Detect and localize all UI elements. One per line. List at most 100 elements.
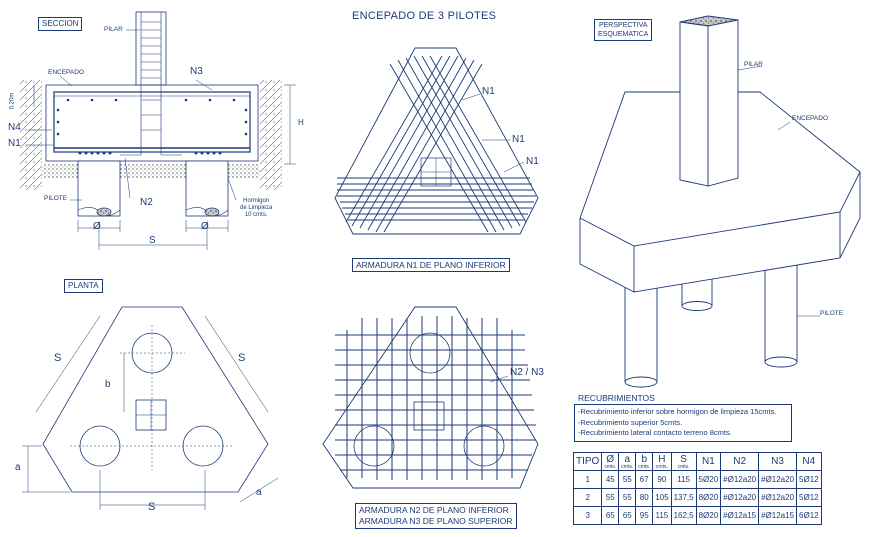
- n1-label-b: N1: [512, 134, 525, 145]
- label-planta: PLANTA: [64, 279, 103, 293]
- armadura-n1-drawing: [334, 47, 539, 235]
- encepado-section: [45, 84, 259, 162]
- label-perspectiva-line2: ESQUEMATICA: [598, 31, 649, 38]
- recubrimientos-title: RECUBRIMIENTOS: [578, 393, 655, 403]
- n2-n3-label: N2 / N3: [510, 367, 544, 378]
- table-cell: 55: [618, 470, 637, 489]
- hormigon-line1: Hormigon: [243, 198, 270, 204]
- table-cell: 1: [572, 470, 603, 489]
- section-label-n3: N3: [190, 66, 203, 77]
- table-row: 1 45 55 67 90 115 5Ø20 #Ø12a20 #Ø12a20 5…: [572, 470, 822, 489]
- table-header: N4: [796, 452, 822, 471]
- pilote-right-section: [185, 160, 229, 217]
- table-row: 2 55 55 80 105 137,5 8Ø20 #Ø12a20 #Ø12a2…: [572, 488, 822, 507]
- table-cell: 115: [652, 506, 672, 525]
- plan-outline: [42, 306, 269, 493]
- table-cell: 6Ø12: [796, 506, 822, 525]
- table-cell: 2: [572, 488, 603, 507]
- section-label-pilote: PILOTE: [44, 195, 68, 202]
- label-armadura-n3: ARMADURA N3 DE PLANO SUPERIOR: [359, 516, 513, 526]
- n1-label-a: N1: [482, 86, 495, 97]
- table-cell: #Ø12a20: [720, 488, 760, 507]
- drawing-title: ENCEPADO DE 3 PILOTES: [352, 10, 497, 22]
- persp-label-pilar: PILAR: [744, 61, 763, 68]
- plan-label-s-left: S: [54, 352, 62, 364]
- hormigon-line3: 10 cmts.: [244, 212, 268, 218]
- plan-label-s-bottom: S: [148, 501, 156, 513]
- table-cell: 55: [601, 488, 620, 507]
- table-cell: 8Ø20: [695, 488, 722, 507]
- table-cell: 115: [670, 470, 697, 489]
- plan-label-a-bottom: a: [256, 487, 262, 498]
- pilar-section: [135, 11, 167, 86]
- plan-label-b: b: [105, 379, 111, 390]
- section-label-pilar: PILAR: [104, 26, 123, 33]
- label-armadura-n1: ARMADURA N1 DE PLANO INFERIOR: [352, 258, 510, 272]
- table-cell: 80: [635, 488, 654, 507]
- plan-view: [22, 306, 279, 510]
- persp-label-pilote: PILOTE: [820, 310, 844, 317]
- recub-item: -Recubrimiento lateral contacto terreno …: [578, 428, 732, 437]
- table-cell: #Ø12a20: [758, 488, 798, 507]
- section-label-h: H: [298, 118, 304, 127]
- table-cell: 5Ø12: [796, 470, 822, 489]
- table-cell: 55: [618, 488, 637, 507]
- table-header: N3: [758, 452, 798, 471]
- table-cell: 105: [652, 488, 672, 507]
- table-cell: 137,5: [670, 488, 697, 507]
- label-perspectiva: PERSPECTIVA ESQUEMATICA: [594, 19, 653, 41]
- perspective-column: [679, 15, 739, 187]
- label-seccion: SECCION: [38, 17, 83, 31]
- perspective-view: [579, 15, 861, 388]
- plan-label-a-left: a: [15, 462, 21, 473]
- section-label-phi-right: Ø: [201, 221, 209, 232]
- table-cell: 8Ø20: [695, 506, 722, 525]
- table-header: N1: [695, 452, 722, 471]
- table-row: 3 65 65 95 115 162,5 8Ø20 #Ø12a15 #Ø12a1…: [572, 506, 822, 525]
- section-view: [20, 11, 296, 250]
- hormigon-line2: de Limpieza: [240, 205, 273, 211]
- table-cell: #Ø12a15: [720, 506, 760, 525]
- section-label-n4: N4: [8, 122, 21, 133]
- label-armadura-n2: ARMADURA N2 DE PLANO INFERIOR: [359, 505, 509, 515]
- table-cell: 67: [635, 470, 654, 489]
- armadura-n2-n3-drawing: [322, 306, 539, 489]
- table-cell: 65: [601, 506, 620, 525]
- section-label-encepado: ENCEPADO: [48, 69, 84, 76]
- persp-label-encepado: ENCEPADO: [792, 115, 828, 122]
- section-label-phi-left: Ø: [93, 221, 101, 232]
- table-cell: 162,5: [670, 506, 697, 525]
- table-cell: 5Ø20: [695, 470, 722, 489]
- table-header: N2: [720, 452, 760, 471]
- n1-label-c: N1: [526, 156, 539, 167]
- table-cell: #Ø12a20: [720, 470, 760, 489]
- table-cell: #Ø12a15: [758, 506, 798, 525]
- table-cell: 5Ø12: [796, 488, 822, 507]
- table-cell: #Ø12a20: [758, 470, 798, 489]
- section-label-n1: N1: [8, 138, 21, 149]
- label-armadura-n2-n3: ARMADURA N2 DE PLANO INFERIOR ARMADURA N…: [355, 503, 517, 529]
- table-cell: 45: [601, 470, 620, 489]
- section-label-s: S: [149, 235, 156, 246]
- section-label-hormigon: Hormigon de Limpieza 10 cmts.: [240, 198, 272, 219]
- pilote-left-section: [77, 160, 121, 217]
- plan-label-s-right: S: [238, 352, 246, 364]
- recubrimientos-list: -Recubrimiento inferior sobre hormigon d…: [574, 404, 792, 442]
- recub-item: -Recubrimiento superior 5cmts.: [578, 417, 683, 427]
- recub-item: -Recubrimiento inferior sobre hormigon d…: [578, 407, 777, 416]
- table-cell: 3: [572, 506, 603, 525]
- section-label-n2: N2: [140, 197, 153, 208]
- section-label-020: 0.20m: [9, 92, 16, 110]
- perspective-footing: [579, 91, 861, 293]
- table-cell: 90: [652, 470, 672, 489]
- table-cell: 65: [618, 506, 637, 525]
- table-header: TIPO: [572, 452, 603, 471]
